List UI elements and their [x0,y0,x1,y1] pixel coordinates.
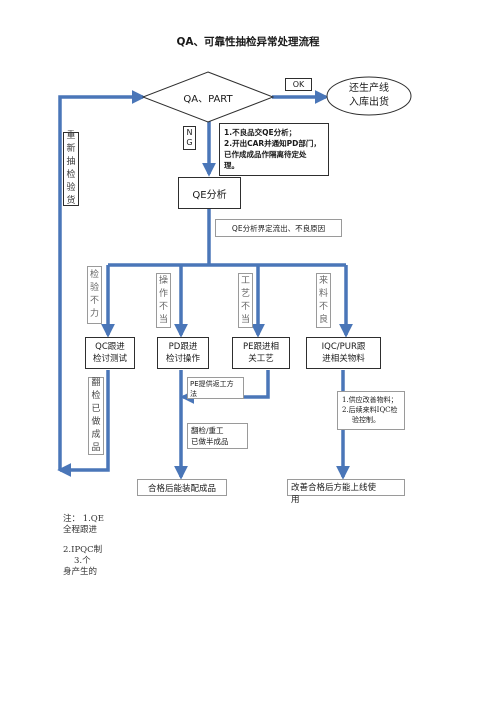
reason-char: 来 [318,275,328,286]
reason-char: 不 [158,301,168,312]
improve-line-2: 用 [291,495,300,505]
ok-label: OK [285,78,312,91]
qc-down [57,370,110,477]
improve-box: 改善合格后方能上线使 用 [287,479,405,505]
iqc-line-2: 进相关物料 [322,354,365,364]
qc-line-1: QC跟进 [95,342,125,352]
pd-line-2: 检讨操作 [165,354,200,364]
return-loop [58,90,146,470]
recheck-char: 重 [66,131,76,141]
ng-note-line-4: 理。 [224,161,239,170]
reason-process: 工 艺 不 当 [238,273,253,328]
recheck-finished-char: 做 [91,417,101,427]
pe-method-line-2: 法 [190,390,197,398]
ng-note-line-1: 1.不良品交QE分析； [224,128,297,137]
iqc-line-1: IQC/PUR跟 [321,342,366,352]
improve-line-1: 改善合格后方能上线使 [291,483,377,493]
reason-char: 不 [318,301,328,312]
rework-line-1: 翻检/重工 [191,426,224,435]
recheck-finished-char: 检 [91,391,101,401]
qc-line-2: 检讨测试 [92,354,127,364]
reason-char: 验 [89,283,99,293]
decision-diamond [142,71,274,123]
reason-char: 检 [89,270,99,280]
reason-inspection: 检 验 不 力 [87,266,102,324]
rework-line-2: 已做半成品 [191,437,229,446]
pe-method-note: PE提供返工方 法 [187,377,244,399]
reason-char: 力 [89,309,99,319]
supplier-line-3: 验控制。 [352,416,380,424]
pe-method-line-1: PE提供返工方 [190,380,234,388]
reason-operation: 操 作 不 当 [156,273,171,328]
note-line-5: 身产生的 [63,567,98,577]
rework-note: 翻检/重工 已做半成品 [187,423,248,449]
reason-char: 当 [240,314,250,325]
note-line-4: 3.个 [74,556,91,566]
ng-note-line-3: 已作成成品作隔离待定处 [224,150,307,159]
reason-char: 工 [240,275,250,286]
supplier-line-2: 2.后续来料IQC检 [342,406,398,414]
qc-followup-box: QC跟进 检讨测试 [85,337,135,369]
recheck-char: 货 [66,196,76,206]
pd-followup-box: PD跟进 检讨操作 [157,337,209,369]
reason-char: 操 [158,275,168,286]
qualified-assemble-box: 合格后能装配成品 [137,479,227,496]
recheck-finished-char: 翻 [91,378,101,388]
qe-analysis-box: QE分析 [178,177,241,209]
qe-note: QE分析界定流出、不良原因 [215,219,342,237]
pe-followup-box: PE跟进相 关工艺 [232,337,290,369]
recheck-finished-label: 翻 检 已 做 成 品 [88,377,104,455]
reason-char: 艺 [240,288,250,299]
ship-label: 还生产线 入库出货 [326,76,412,116]
reason-char: 作 [158,288,168,299]
ng-note-line-2: 2.开出CAR并通知PD部门， [224,139,321,148]
note-line-3: 2.IPQC制 [63,545,103,555]
pd-line-1: PD跟进 [168,342,198,352]
supplier-line-1: 1.供应改善物料； [342,396,398,404]
reason-char: 不 [89,296,99,306]
recheck-finished-char: 已 [91,404,101,414]
ng-line-2: G [186,138,193,147]
pe-line-1: PE跟进相 [243,342,279,352]
supplier-note: 1.供应改善物料； 2.后续来料IQC检 验控制。 [337,391,405,430]
pe-line-2: 关工艺 [248,354,274,364]
decision-label: QA、PART [183,93,233,105]
ng-action-note: 1.不良品交QE分析； 2.开出CAR并通知PD部门， 已作成成品作隔离待定处 … [219,123,329,176]
ship-ellipse [326,76,412,116]
recheck-char: 抽 [66,157,76,167]
recheck-label: 重 新 抽 检 验 货 [63,131,79,206]
iqc-followup-box: IQC/PUR跟 进相关物料 [306,337,381,369]
recheck-finished-char: 品 [91,443,101,453]
note-line-2: 全程跟进 [63,525,98,535]
note-line-1: 注： 1.QE [63,514,104,524]
reason-char: 料 [318,288,328,299]
recheck-finished-char: 成 [91,430,101,440]
reason-char: 当 [158,314,168,325]
recheck-char: 检 [66,170,76,180]
recheck-char: 新 [66,144,76,154]
reason-material: 来 料 不 良 [316,273,331,328]
ship-line-2: 入库出货 [349,97,389,108]
ng-label: N G [183,126,196,150]
ng-line-1: N [186,128,193,137]
recheck-char: 验 [66,183,76,193]
reason-char: 良 [318,314,328,325]
page-title: QA、可靠性抽检异常处理流程 [176,36,320,48]
reason-char: 不 [240,301,250,312]
ship-line-1: 还生产线 [349,83,389,94]
